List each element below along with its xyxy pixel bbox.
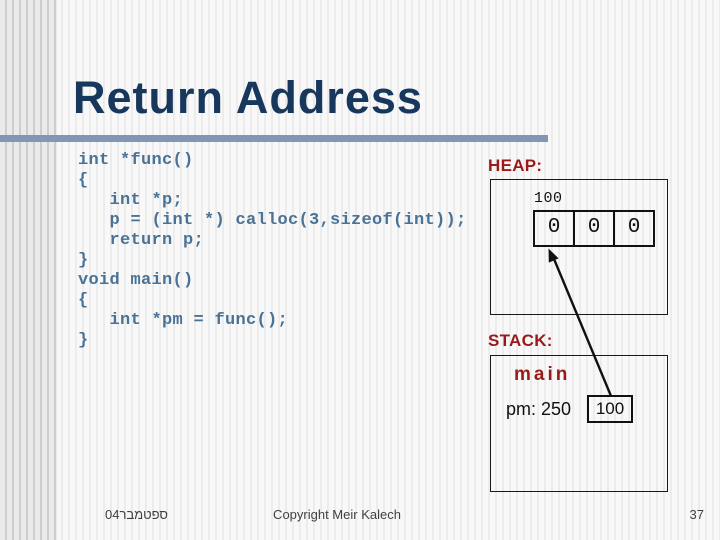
- code-line: }: [78, 331, 89, 350]
- code-line: p = (int *) calloc(3,sizeof(int));: [78, 211, 467, 230]
- code-line: }: [78, 251, 89, 270]
- code-line: int *p;: [78, 191, 184, 210]
- heap-array-cell: 0: [613, 212, 653, 245]
- slide-title: Return Address: [73, 72, 423, 123]
- heap-block-address: 100: [534, 190, 563, 207]
- stack-variable-label: pm: 250: [506, 399, 572, 419]
- heap-array-cell: 0: [573, 212, 613, 245]
- code-line: {: [78, 171, 89, 190]
- title-underline: [0, 135, 548, 142]
- heap-label: HEAP:: [488, 156, 543, 175]
- stack-label: STACK:: [488, 331, 553, 350]
- stack-box: main: [490, 355, 668, 492]
- code-line: return p;: [78, 231, 205, 250]
- footer-date: ספטמבר04: [105, 507, 168, 522]
- code-line: int *pm = func();: [78, 311, 289, 330]
- heap-box: 100 0 0 0: [490, 179, 668, 315]
- stack-variable-value-box: 100: [587, 395, 633, 423]
- code-line: {: [78, 291, 89, 310]
- left-edge-shading: [0, 0, 57, 540]
- code-block: int *func() { int *p; p = (int *) calloc…: [78, 151, 467, 351]
- heap-array: 0 0 0: [533, 210, 655, 247]
- heap-array-cell: 0: [547, 216, 561, 239]
- stack-frame-name: main: [514, 364, 571, 385]
- footer-page-number: 37: [689, 507, 704, 522]
- code-line: void main(): [78, 271, 194, 290]
- code-line: int *func(): [78, 151, 194, 170]
- footer-copyright: Copyright Meir Kalech: [273, 507, 401, 522]
